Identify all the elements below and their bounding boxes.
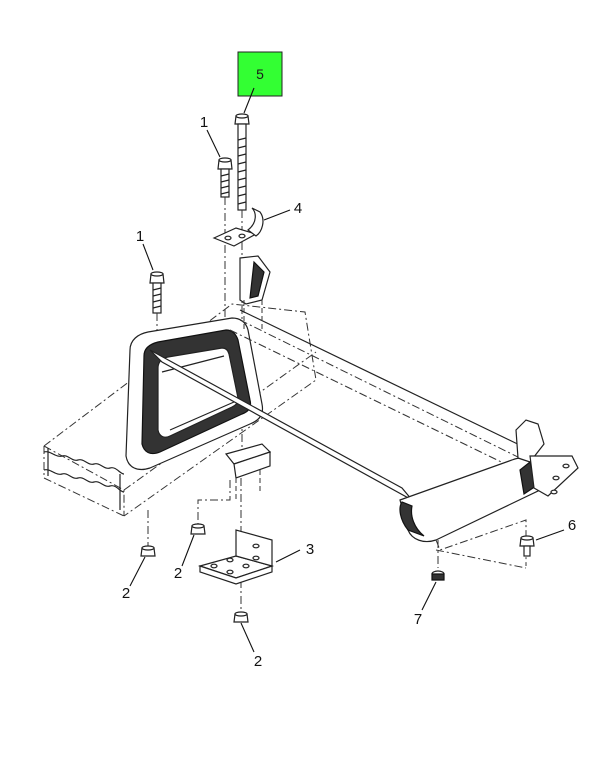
callout-6[interactable]: 6 bbox=[568, 517, 576, 534]
callout-4[interactable]: 4 bbox=[294, 200, 302, 217]
callout-2b-number: 2 bbox=[174, 565, 182, 582]
callout-2a[interactable]: 2 bbox=[122, 585, 130, 602]
long-bolt bbox=[234, 113, 250, 211]
washer bbox=[431, 570, 445, 581]
nut-mid bbox=[190, 523, 206, 535]
callout-5-leader bbox=[243, 87, 255, 114]
callout-4-number: 4 bbox=[294, 200, 302, 217]
callout-6-number: 6 bbox=[568, 517, 576, 534]
callout-2a-number: 2 bbox=[122, 585, 130, 602]
callout-3[interactable]: 3 bbox=[306, 541, 314, 558]
cross-member bbox=[149, 255, 531, 501]
callout-2a-leader bbox=[129, 556, 146, 587]
nut-left bbox=[140, 545, 156, 557]
callout-2c[interactable]: 2 bbox=[254, 653, 262, 670]
callout-1b-leader bbox=[142, 243, 154, 271]
callout-7[interactable]: 7 bbox=[414, 611, 422, 628]
callout-2b[interactable]: 2 bbox=[174, 565, 182, 582]
frame-rail-phantom bbox=[43, 303, 317, 517]
spacer-block bbox=[224, 443, 272, 500]
nut-lower bbox=[233, 611, 249, 623]
callout-4-leader bbox=[263, 209, 291, 221]
callout-5-number: 5 bbox=[256, 66, 264, 82]
callout-5-highlight[interactable]: 5 bbox=[237, 51, 283, 97]
mounting-bracket-right bbox=[399, 419, 579, 569]
angle-bracket-upper bbox=[212, 207, 264, 247]
angle-bracket-lower bbox=[197, 529, 275, 585]
callout-2c-number: 2 bbox=[254, 653, 262, 670]
callout-1a[interactable]: 1 bbox=[200, 114, 208, 131]
callout-2c-leader bbox=[240, 622, 255, 653]
bolt-right bbox=[519, 535, 535, 557]
callout-7-number: 7 bbox=[414, 611, 422, 628]
short-bolt-upper bbox=[217, 157, 233, 198]
callout-7-leader bbox=[421, 581, 437, 611]
callout-3-leader bbox=[275, 549, 301, 563]
callout-1a-number: 1 bbox=[200, 114, 208, 131]
callout-1a-leader bbox=[206, 129, 221, 158]
nut-axis-mid bbox=[197, 480, 231, 524]
callout-1b-number: 1 bbox=[136, 228, 144, 245]
callout-3-number: 3 bbox=[306, 541, 314, 558]
callout-6-leader bbox=[535, 529, 565, 541]
callout-1b[interactable]: 1 bbox=[136, 228, 144, 245]
callout-2b-leader bbox=[181, 534, 195, 567]
short-bolt-left bbox=[149, 271, 165, 314]
